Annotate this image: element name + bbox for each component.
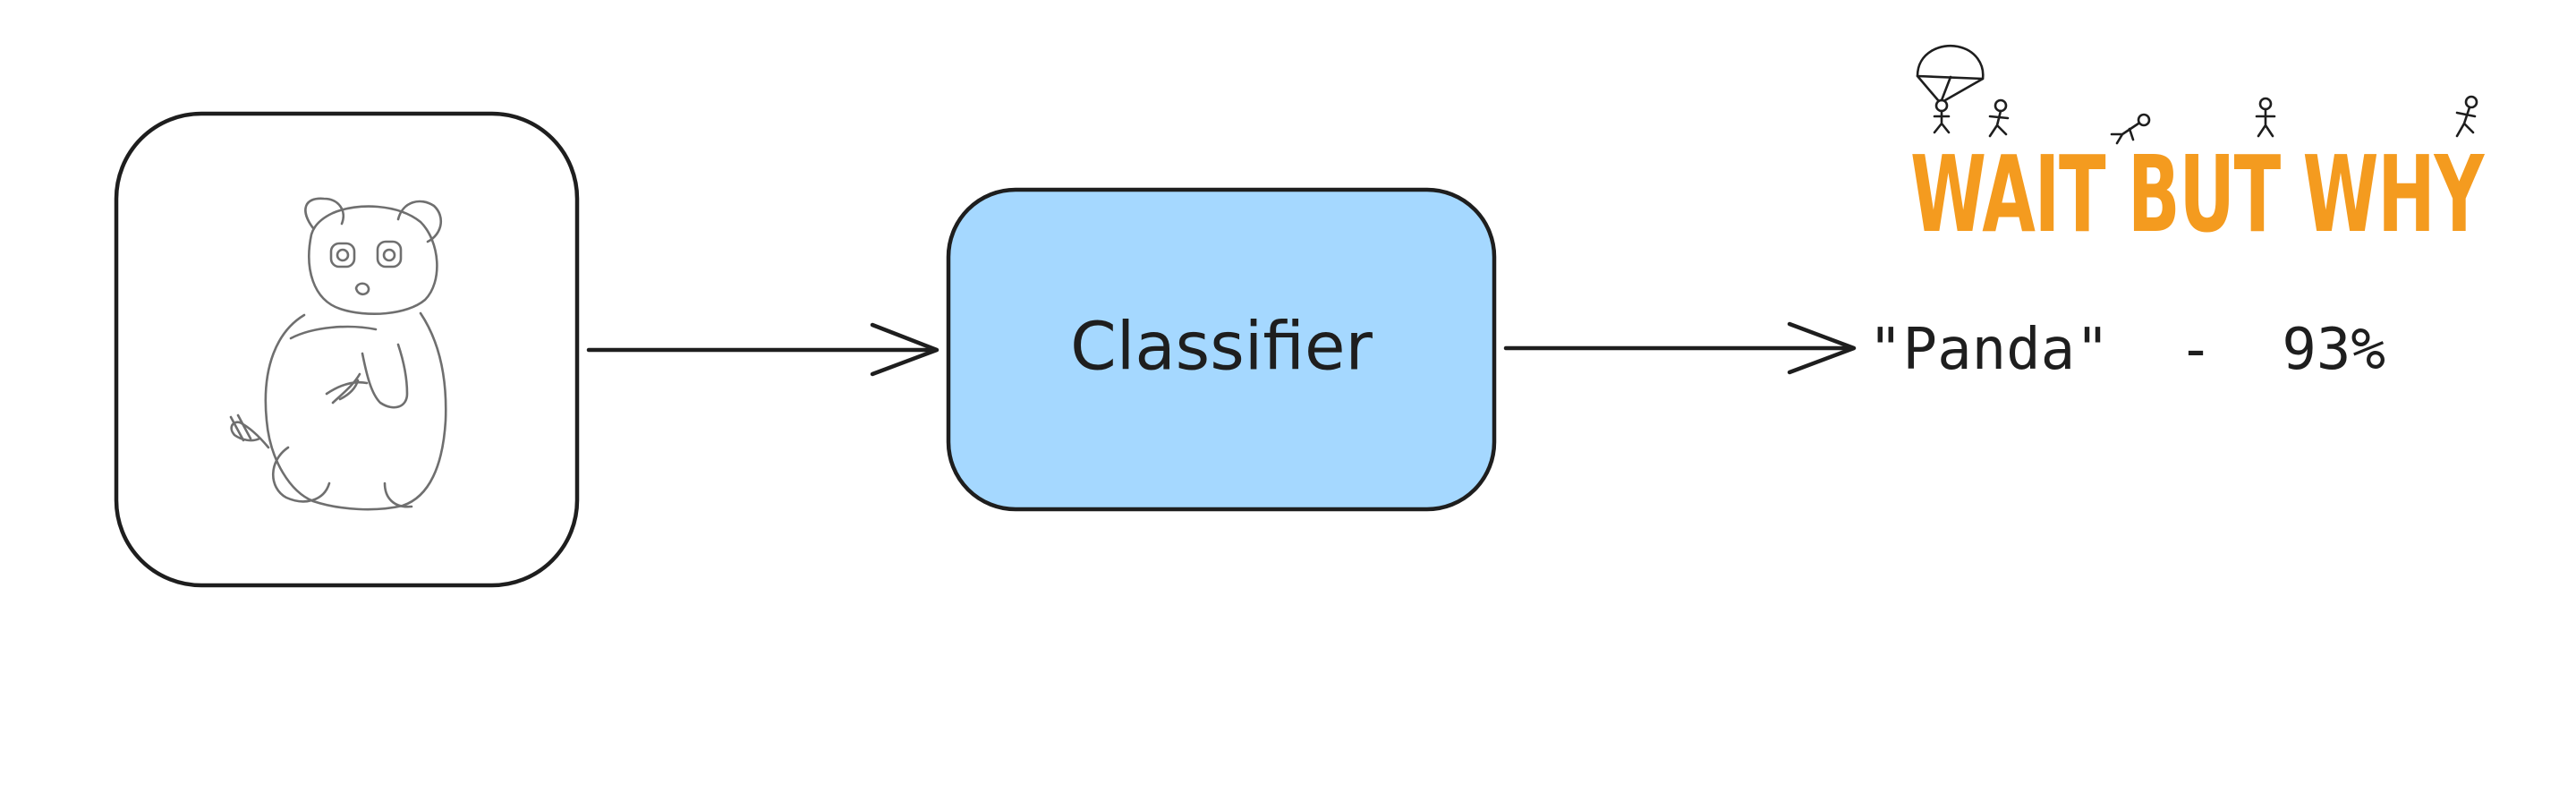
input-node: [114, 111, 580, 588]
stick-figure-icon: [1988, 98, 2010, 138]
logo-text: WAIT BUT WHY: [1910, 132, 2485, 256]
arrow-input-to-classifier: [586, 322, 939, 377]
input-box: [114, 111, 580, 588]
parachute-figure-icon: [1916, 44, 1985, 134]
arrow-classifier-to-output: [1503, 321, 1857, 375]
stick-figure-icon: [2110, 113, 2151, 145]
panda-sketch-icon: [229, 197, 447, 511]
stick-figure-icon: [2255, 97, 2276, 138]
output-label: "Panda" - 93%: [1868, 317, 2385, 383]
classifier-node: Classifier: [946, 187, 1497, 512]
stick-figure-icon: [2455, 95, 2478, 138]
wait-but-why-logo: WAIT BUT WHY: [1910, 44, 2487, 256]
classifier-label: Classifier: [1070, 309, 1373, 386]
classifier-box: [946, 187, 1497, 512]
